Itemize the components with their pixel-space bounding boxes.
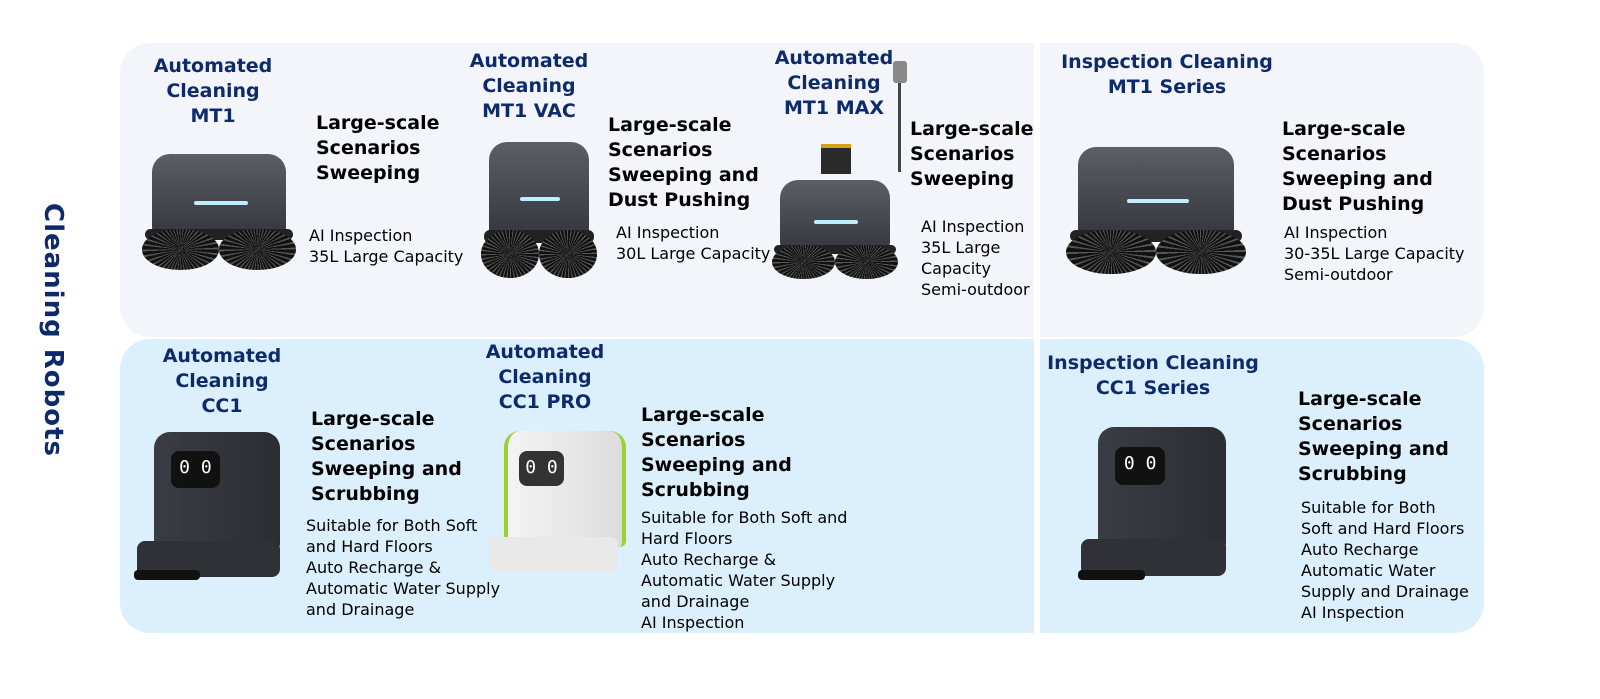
automated-cleaning-cc-panel xyxy=(120,339,1484,633)
product-headline-inspection-mt1: Large-scale Scenarios Sweeping and Dust … xyxy=(1282,118,1433,215)
product-title-mt1-vac: Automated Cleaning MT1 VAC xyxy=(469,50,589,122)
lidar-sensor-image xyxy=(821,144,851,174)
product-title-cc1-pro: Automated Cleaning CC1 PRO xyxy=(485,341,605,413)
product-headline-mt1-max: Large-scale Scenarios Sweeping xyxy=(910,118,1034,190)
robot-face-display: 0 0 xyxy=(170,451,221,488)
robot-face-display: 0 0 xyxy=(1114,447,1166,485)
product-features-cc1: Suitable for Both Soft and Hard Floors A… xyxy=(306,516,501,619)
product-features-inspection-mt1: AI Inspection 30-35L Large Capacity Semi… xyxy=(1284,223,1465,284)
product-features-cc1-pro: Suitable for Both Soft and Hard Floors A… xyxy=(641,508,848,632)
sweeper-robot-image xyxy=(135,140,303,275)
product-title-inspection-cc1: Inspection Cleaning CC1 Series xyxy=(1047,352,1259,399)
beacon-lamp-image xyxy=(893,61,907,83)
product-headline-mt1: Large-scale Scenarios Sweeping xyxy=(316,112,440,184)
sweeper-robot-with-mast-image xyxy=(766,168,904,284)
column-divider xyxy=(1034,43,1040,633)
category-label: Cleaning Robots xyxy=(38,202,68,458)
scrubber-robot-image: 0 0 xyxy=(1078,420,1246,590)
product-headline-inspection-cc1: Large-scale Scenarios Sweeping and Scrub… xyxy=(1298,388,1449,485)
sweeper-robot-image xyxy=(476,126,602,284)
sweeper-robot-image xyxy=(1058,132,1254,280)
product-headline-cc1: Large-scale Scenarios Sweeping and Scrub… xyxy=(311,408,462,505)
antenna-mast-image xyxy=(898,80,901,172)
scrubber-robot-image: 0 0 xyxy=(134,425,300,590)
product-headline-cc1-pro: Large-scale Scenarios Sweeping and Scrub… xyxy=(641,404,792,501)
product-title-inspection-mt1: Inspection Cleaning MT1 Series xyxy=(1061,51,1273,98)
product-title-mt1-max: Automated Cleaning MT1 MAX xyxy=(774,47,894,119)
product-features-inspection-cc1: Suitable for Both Soft and Hard Floors A… xyxy=(1301,498,1469,622)
product-features-mt1: AI Inspection 35L Large Capacity xyxy=(309,226,464,266)
product-title-mt1: Automated Cleaning MT1 xyxy=(153,55,273,127)
row-divider xyxy=(120,337,1484,339)
product-title-cc1: Automated Cleaning CC1 xyxy=(162,345,282,417)
product-features-mt1-vac: AI Inspection 30L Large Capacity xyxy=(616,223,771,263)
robot-face-display: 0 0 xyxy=(519,450,564,486)
product-headline-mt1-vac: Large-scale Scenarios Sweeping and Dust … xyxy=(608,114,759,211)
product-features-mt1-max: AI Inspection 35L Large Capacity Semi-ou… xyxy=(921,217,1030,299)
scrubber-robot-white-image: 0 0 xyxy=(486,425,636,585)
